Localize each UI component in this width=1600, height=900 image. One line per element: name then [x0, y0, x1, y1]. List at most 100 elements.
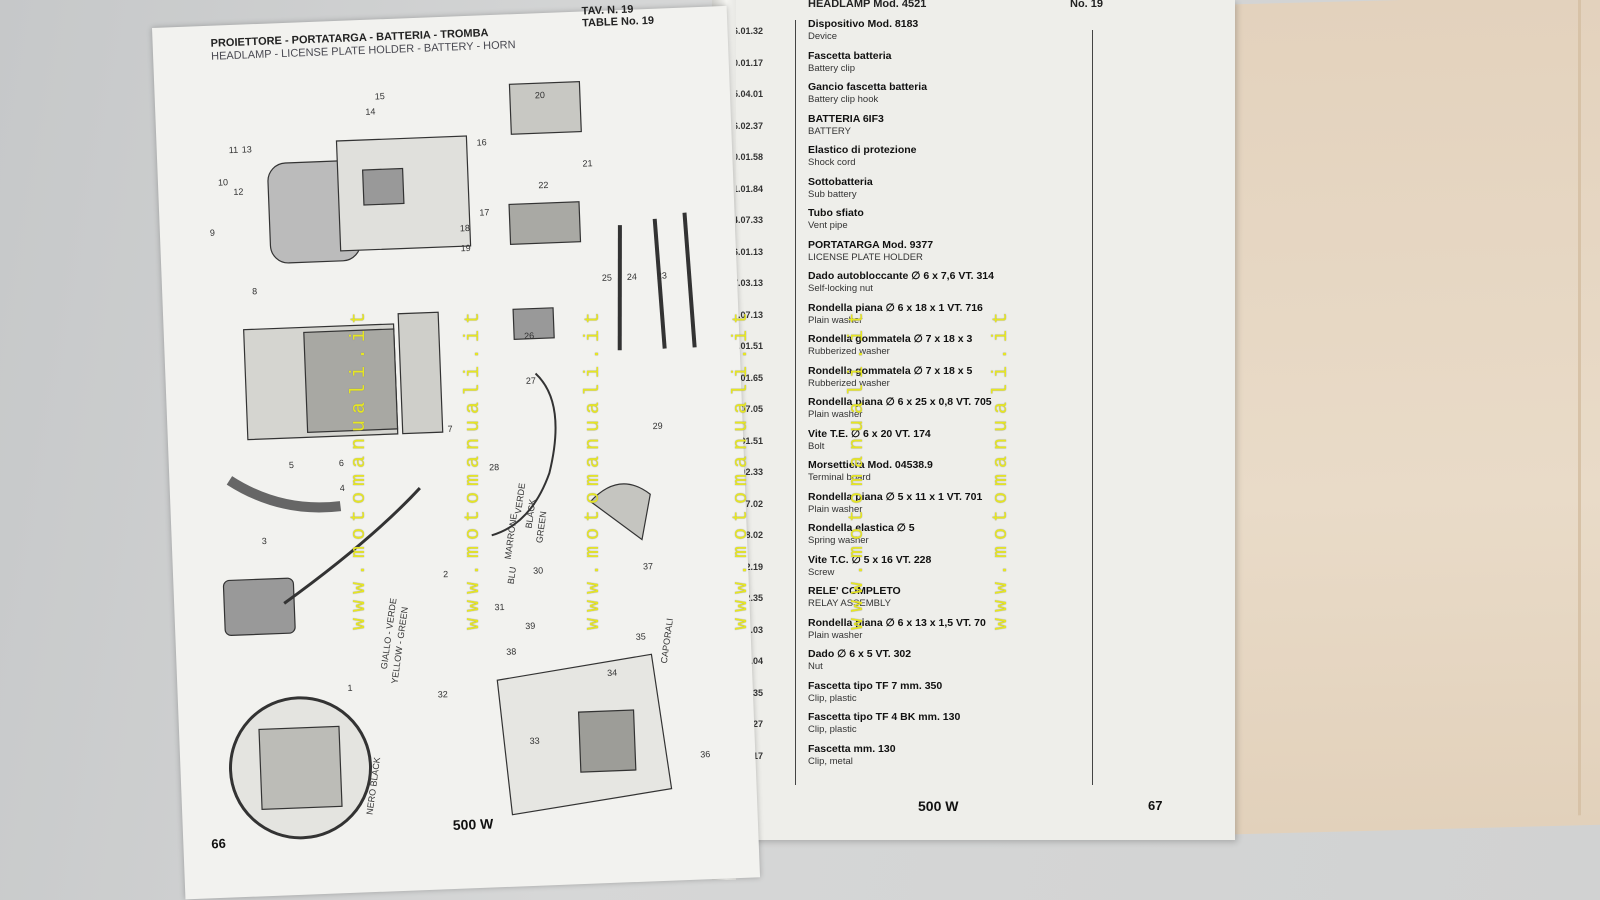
table-row: 47.03.13 Dado autobloccante ∅ 6 x 7,6 VT.…: [720, 270, 1220, 304]
part-name-en: Plain washer: [808, 409, 863, 420]
callout-number: 14: [365, 106, 375, 116]
part-code: 46.02.37: [728, 120, 764, 131]
watermark-4: www.motomanuali.it: [730, 305, 753, 630]
part-name-en: Shock cord: [808, 157, 856, 168]
part-name-it: Rondella piana ∅ 5 x 11 x 1 VT. 701: [808, 490, 983, 503]
watermark-3: www.motomanuali.it: [582, 305, 605, 630]
wire-color-label: BLACK: [524, 498, 538, 529]
part-code: 21.01.51: [728, 341, 764, 351]
callout-number: 15: [375, 91, 385, 101]
part-name-it: Elastico di protezione: [808, 144, 917, 156]
right-rule: [1092, 30, 1093, 785]
part-name-en: Self-locking nut: [808, 283, 873, 294]
callout-number: 10: [218, 177, 228, 187]
left-model-label: 500 W: [452, 815, 494, 834]
table-row: 47.07.03Rondella piana ∅ 6 x 13 x 1,5 VT…: [720, 617, 1220, 651]
callout-number: 1: [347, 683, 352, 693]
part-name-it: Dado autobloccante ∅ 6 x 7,6 VT. 314: [808, 270, 994, 282]
part-name-it: Gancio fascetta batteria: [808, 81, 928, 93]
callout-number: 27: [526, 376, 536, 386]
part-name-en: RELAY ASSEMBLY: [808, 598, 891, 609]
part-name-it: Rondella elastica ∅ 5: [808, 522, 915, 534]
callout-number: 37: [643, 561, 653, 571]
plate-light-lens: [361, 167, 405, 206]
part-name-en: Screw: [808, 566, 835, 578]
table-row: 47.07.13 Rondella piana ∅ 6 x 18 x 1 VT. …: [720, 302, 1220, 336]
part-code: 47.07.05: [728, 404, 764, 414]
part-code: 30.01.17: [728, 57, 764, 68]
part-name-en: LICENSE PLATE HOLDER: [808, 251, 923, 263]
wire-color-label: CAPORALI: [659, 618, 675, 664]
rod-24: [652, 218, 667, 349]
callout-number: 22: [538, 180, 548, 190]
part-name-it: Morsettiera Mod. 04538.9: [808, 459, 933, 471]
rod-23: [617, 225, 622, 351]
callout-number: 23: [657, 270, 667, 280]
part-name-it: Rondella piana ∅ 6 x 18 x 1 VT. 716: [808, 301, 983, 314]
part-name-it: Dado ∅ 6 x 5 VT. 302: [808, 648, 912, 660]
part-name-en: Nut: [808, 661, 823, 672]
part-name-it: Fascetta tipo TF 7 mm. 350: [808, 679, 943, 692]
watermark-5: www.motomanuali.it: [846, 305, 869, 630]
callout-number: 12: [233, 187, 243, 197]
part-code: 15.04.01: [728, 89, 764, 99]
part-name-it: Vite T.C. ∅ 5 x 16 VT. 228: [808, 553, 932, 566]
diagram-drawing: [222, 81, 697, 840]
callout-number: 34: [607, 668, 617, 678]
part-code: 47.03.13: [728, 278, 764, 288]
callout-number: 17: [479, 207, 489, 217]
callout-number: 28: [489, 462, 499, 472]
manual-cover: [1200, 0, 1600, 836]
part-name-it: Fascetta mm. 130: [808, 742, 896, 755]
watermark-6: www.motomanuali.it: [990, 305, 1013, 630]
callout-number: 33: [529, 736, 539, 746]
wire-color-label: VERDE: [513, 482, 527, 514]
part-name-en: Battery clip: [808, 62, 855, 74]
part-name-en: Plain washer: [808, 629, 863, 641]
left-page-number: 66: [211, 835, 227, 852]
part-name-en: Battery clip hook: [808, 94, 879, 105]
part-name-it: Tubo sfiato: [808, 207, 864, 219]
callout-number: 31: [494, 602, 504, 612]
table-row: 26.01.27Fascetta tipo TF 4 BK mm. 130Cli…: [720, 711, 1220, 745]
battery-cells: [303, 328, 399, 433]
right-header-fragment: HEADLAMP Mod. 4521: [808, 0, 927, 10]
part-name-it: Sottobatteria: [808, 175, 873, 188]
part-code: 21.01.65: [728, 372, 764, 383]
part-name-en: Plain washer: [808, 314, 863, 326]
terminal-board: [508, 201, 582, 246]
wire-color-label: GREEN: [534, 511, 548, 544]
part-name-it: Rondella piana ∅ 6 x 13 x 1,5 VT. 70: [808, 616, 986, 629]
callout-number: 7: [447, 424, 452, 434]
part-name-en: Bolt: [808, 440, 825, 452]
callout-number: 19: [460, 243, 470, 253]
part-name-en: Clip, metal: [808, 755, 853, 767]
part-code: 30.01.58: [728, 152, 764, 162]
callout-number: 21: [582, 158, 592, 168]
left-page: PROIETTORE - PORTATARGA - BATTERIA - TRO…: [152, 4, 761, 900]
callout-number: 32: [438, 689, 448, 699]
callout-number: 5: [289, 460, 294, 470]
callout-number: 25: [602, 273, 612, 283]
watermark-2: www.motomanuali.it: [462, 305, 485, 630]
callout-number: 26: [524, 331, 534, 341]
callout-number: 3: [262, 536, 267, 546]
part-code: 47.07.13: [728, 309, 764, 320]
part-name-en: Sub battery: [808, 188, 857, 200]
wire-color-label: MARRONE: [503, 513, 519, 560]
horn-drawing: [589, 483, 651, 541]
callout-number: 8: [252, 286, 257, 296]
callout-number: 6: [339, 458, 344, 468]
plate-light-assembly: [577, 709, 637, 773]
